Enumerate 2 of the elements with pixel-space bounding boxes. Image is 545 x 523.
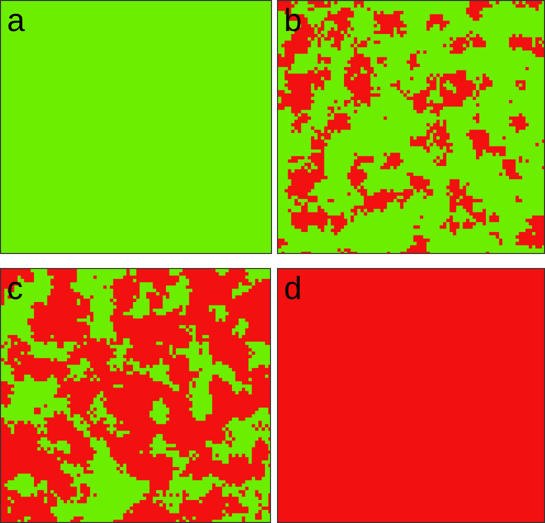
panel-label: a bbox=[7, 1, 25, 39]
panel-label: d bbox=[284, 269, 302, 307]
